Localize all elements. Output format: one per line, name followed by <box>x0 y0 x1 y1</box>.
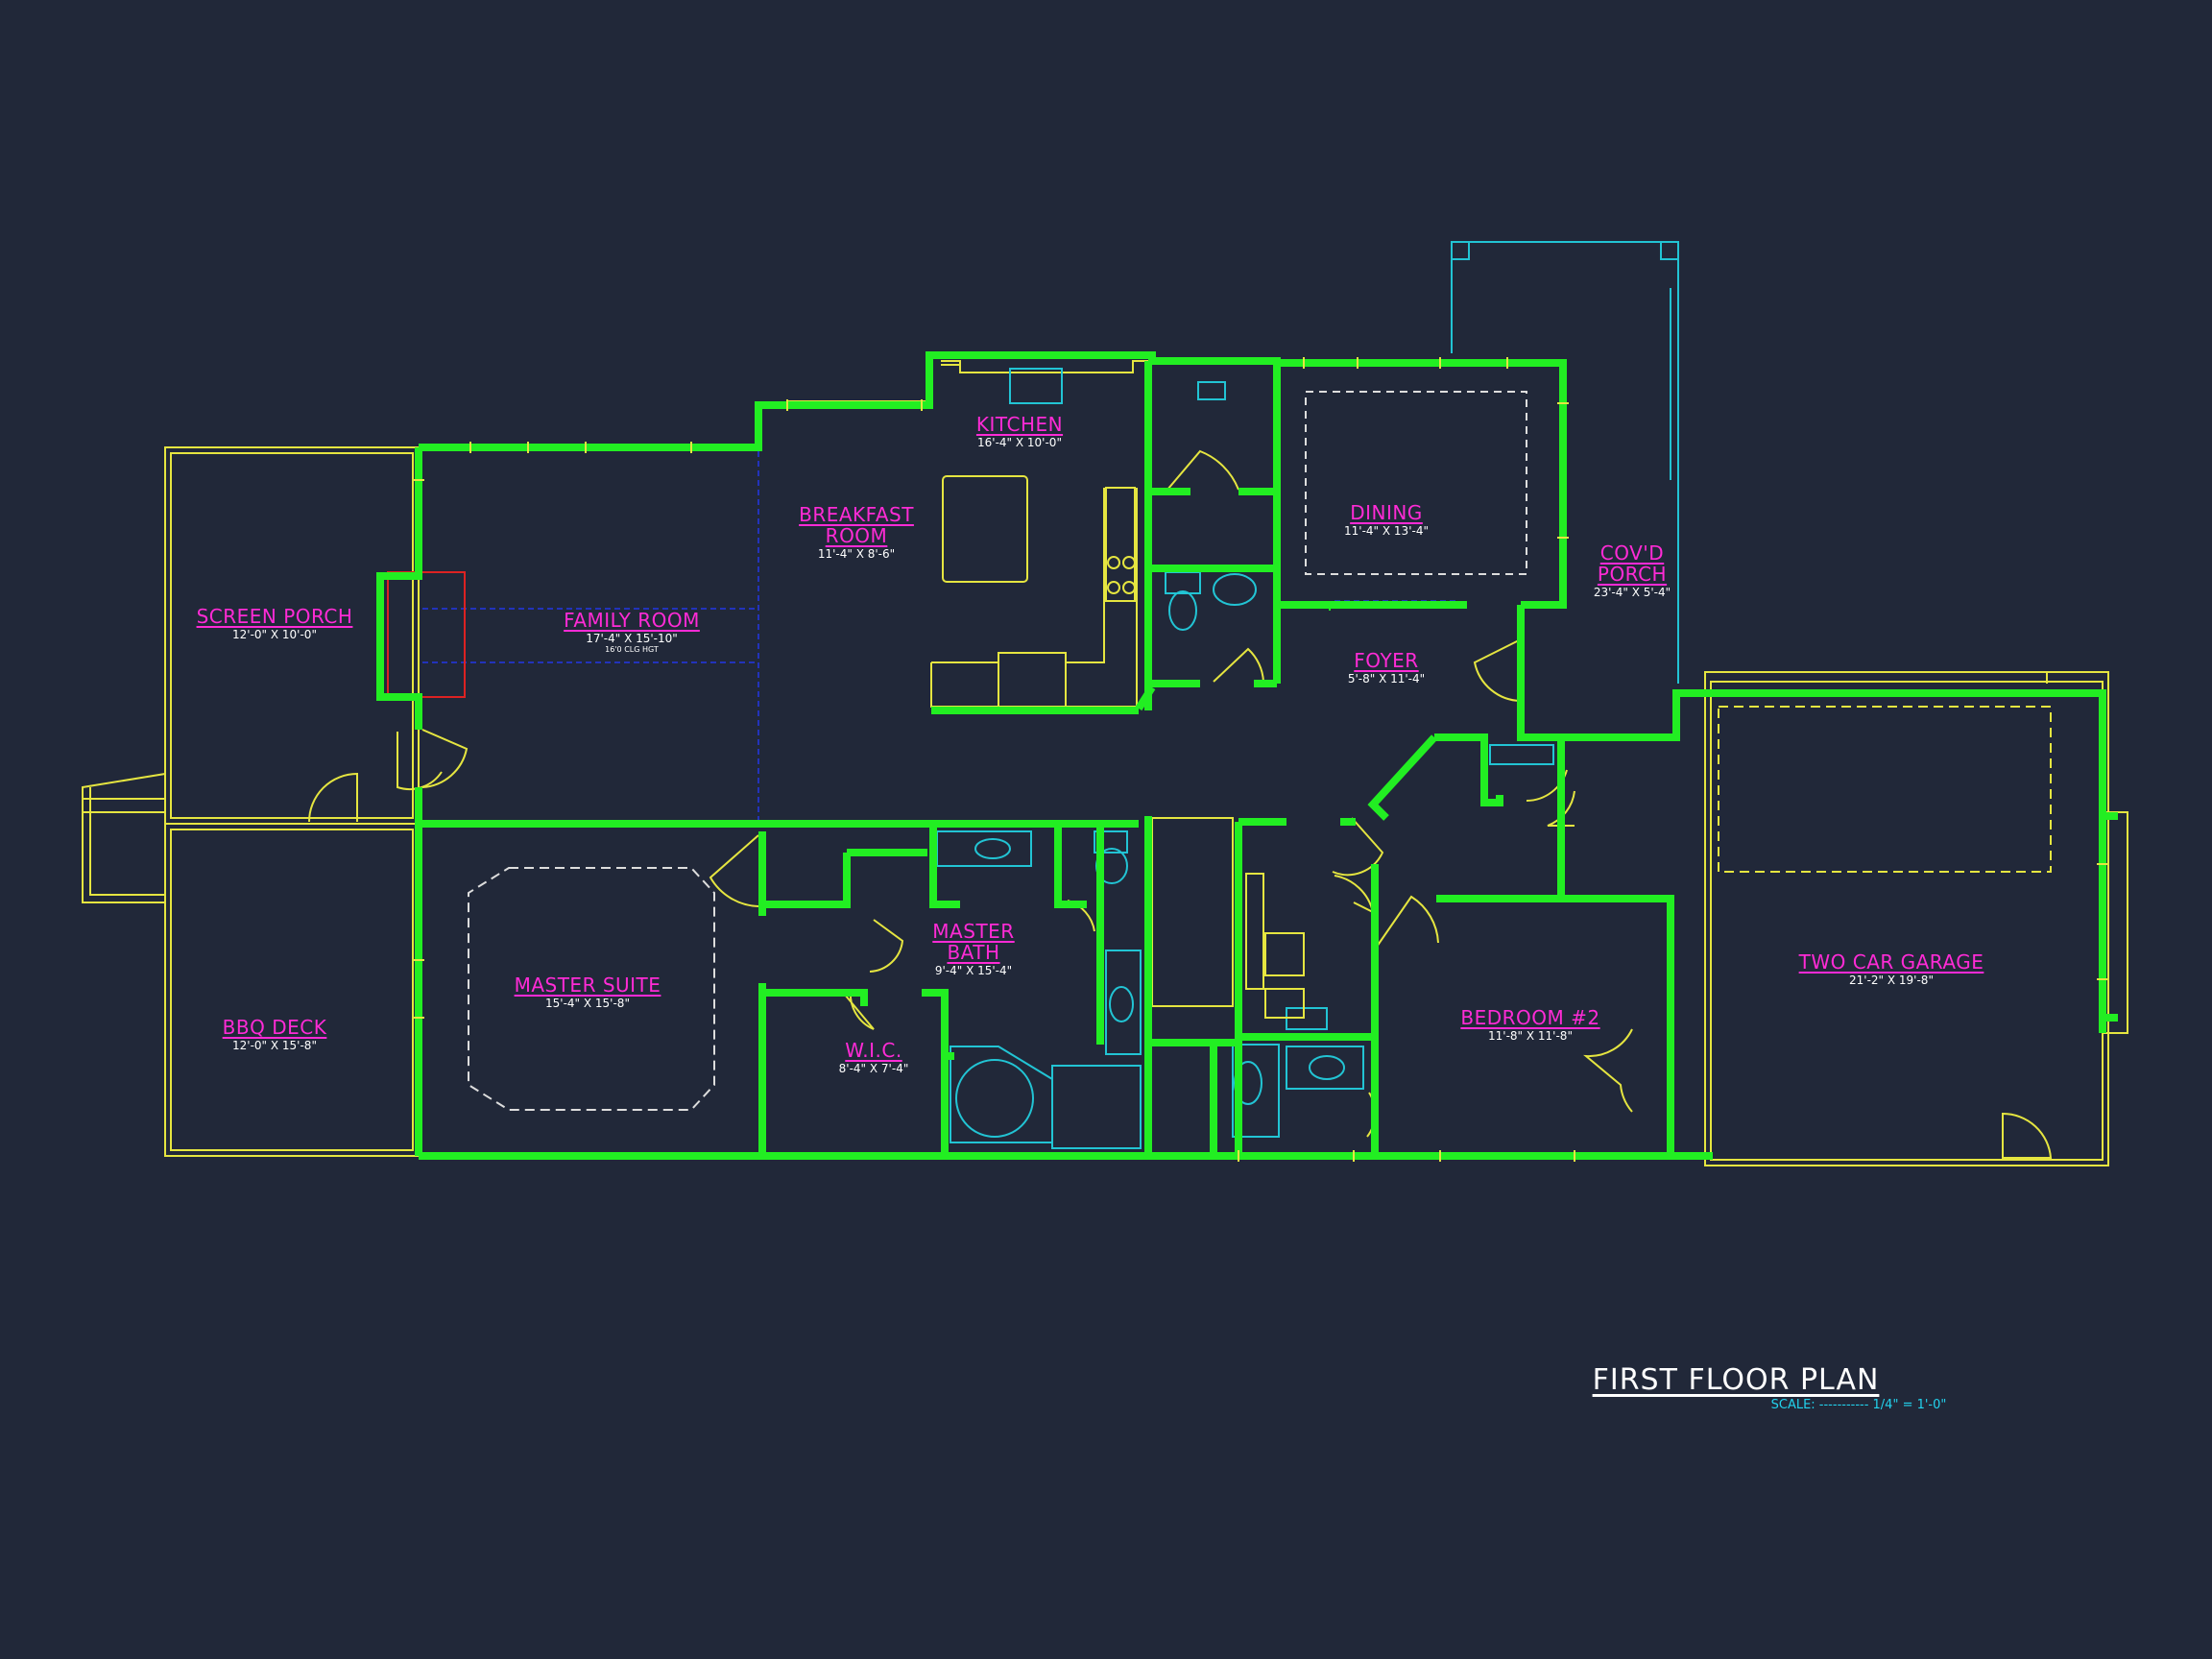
label-bedroom-2: BEDROOM #2 11'-8" X 11'-8" <box>1460 1008 1599 1042</box>
wic-dimension: 8'-4" X 7'-4" <box>838 1062 909 1075</box>
fireplace <box>387 571 466 698</box>
foyer-name: FOYER <box>1354 649 1419 672</box>
dining-dimension: 11'-4" X 13'-4" <box>1344 524 1429 538</box>
bbq-deck-dimension: 12'-0" X 15'-8" <box>232 1039 317 1052</box>
label-dining: DINING 11'-4" X 13'-4" <box>1344 503 1429 537</box>
covd-porch-name-line1: COV'D <box>1599 541 1665 565</box>
wic-name: W.I.C. <box>845 1039 902 1062</box>
breakfast-name-line1: BREAKFAST <box>799 503 914 526</box>
master-bath-dimension: 9'-4" X 15'-4" <box>934 964 1013 977</box>
covd-porch-name-line2: PORCH <box>1597 563 1668 586</box>
master-suite-dimension: 15'-4" X 15'-8" <box>545 997 630 1010</box>
bedroom-2-name: BEDROOM #2 <box>1460 1006 1600 1029</box>
label-covered-porch: COV'D PORCH 23'-4" X 5'-4" <box>1594 543 1671 598</box>
family-room-name: FAMILY ROOM <box>564 609 700 632</box>
bbq-deck-name: BBQ DECK <box>222 1016 327 1039</box>
foyer-dimension: 5'-8" X 11'-4" <box>1347 672 1426 685</box>
label-bbq-deck: BBQ DECK 12'-0" X 15'-8" <box>223 1018 327 1051</box>
label-two-car-garage: TWO CAR GARAGE 21'-2" X 19'-8" <box>1799 952 1984 986</box>
kitchen-dimension: 16'-4" X 10'-0" <box>977 436 1062 449</box>
walls <box>376 351 2118 1160</box>
master-suite-name: MASTER SUITE <box>514 974 661 997</box>
label-master-bath: MASTER BATH 9'-4" X 15'-4" <box>932 922 1014 976</box>
garage-dimension: 21'-2" X 19'-8" <box>1849 974 1934 987</box>
label-family-room: FAMILY ROOM 17'-4" X 15'-10" 16'0 CLG HG… <box>564 611 700 654</box>
bedroom-2-dimension: 11'-8" X 11'-8" <box>1488 1029 1573 1043</box>
plan-title: FIRST FLOOR PLAN <box>1592 1363 1880 1397</box>
covd-porch-dimension: 23'-4" X 5'-4" <box>1593 586 1671 599</box>
label-master-suite: MASTER SUITE 15'-4" X 15'-8" <box>515 975 661 1009</box>
breakfast-name-line2: ROOM <box>825 524 888 547</box>
family-room-dimension: 17'-4" X 15'-10" <box>586 632 678 645</box>
label-foyer: FOYER 5'-8" X 11'-4" <box>1348 651 1425 685</box>
plan-scale: SCALE: ----------- 1/4" = 1'-0" <box>1770 1398 1947 1412</box>
exterior-outlines <box>82 360 2128 1166</box>
label-kitchen: KITCHEN 16'-4" X 10'-0" <box>976 415 1063 448</box>
breakfast-dimension: 11'-4" X 8'-6" <box>817 547 896 561</box>
family-room-ceiling-note: 16'0 CLG HGT <box>605 645 659 654</box>
screen-porch-dimension: 12'-0" X 10'-0" <box>232 628 317 641</box>
window-marks <box>413 357 2108 1162</box>
kitchen-name: KITCHEN <box>975 413 1064 436</box>
garage-name: TWO CAR GARAGE <box>1798 950 1984 974</box>
label-walk-in-closet: W.I.C. 8'-4" X 7'-4" <box>839 1041 909 1074</box>
label-breakfast-room: BREAKFAST ROOM 11'-4" X 8'-6" <box>799 505 914 560</box>
screen-porch-name: SCREEN PORCH <box>196 605 353 628</box>
master-bath-name-line2: BATH <box>947 941 1000 964</box>
dining-name: DINING <box>1350 501 1423 524</box>
covered-porch-outline <box>1451 241 1679 684</box>
master-bath-name-line1: MASTER <box>932 920 1015 943</box>
label-screen-porch: SCREEN PORCH 12'-0" X 10'-0" <box>197 607 353 640</box>
